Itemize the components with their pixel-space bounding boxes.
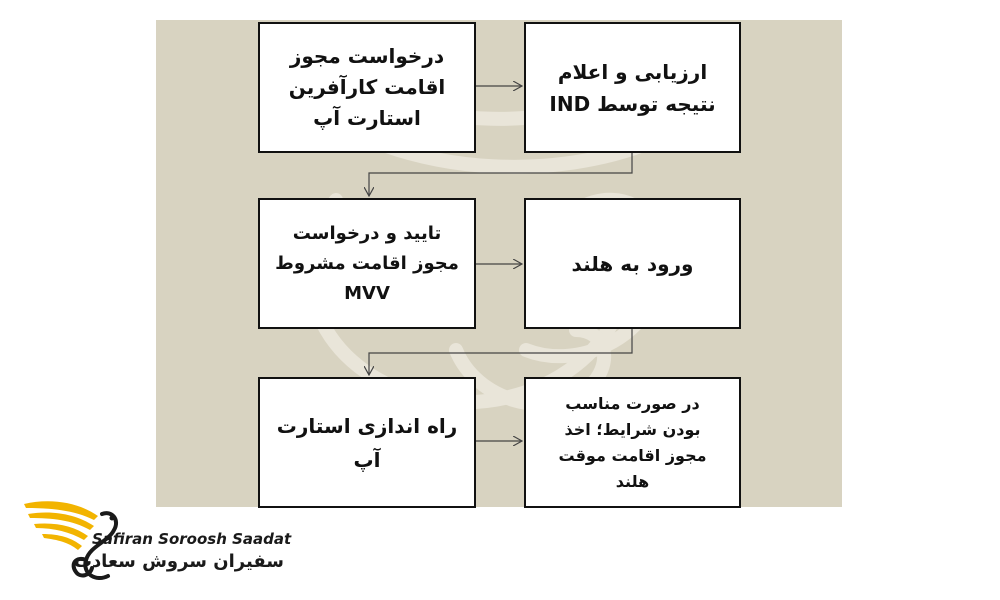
step-enter-netherlands-text: ورود به هلند: [571, 251, 694, 276]
step-enter-netherlands: ورود به هلند: [524, 198, 741, 329]
step-ind-evaluation-text: ارزیابی و اعلام نتیجه توسط IND: [549, 59, 716, 116]
step-temporary-residence: در صورت مناسب بودن شرایط؛ اخذ مجوز اقامت…: [524, 377, 741, 508]
brand-name-persian: سفیران سروش سعادت: [73, 551, 284, 572]
step-ind-evaluation: ارزیابی و اعلام نتیجه توسط IND: [524, 22, 741, 153]
safiran-logo-icon: [24, 501, 119, 580]
step-apply-startup-permit: درخواست مجوز اقامت کارآفرین استارت آپ: [258, 22, 476, 153]
step-mvv-approval: تایید و درخواست مجوز اقامت مشروط MVV: [258, 198, 476, 329]
step-mvv-approval-text: تایید و درخواست مجوز اقامت مشروط MVV: [275, 222, 459, 304]
brand-name-english: Safiran Soroosh Saadat: [92, 530, 292, 548]
step-apply-startup-permit-text: درخواست مجوز اقامت کارآفرین استارت آپ: [288, 44, 446, 130]
step-launch-startup: راه اندازی استارت آپ: [258, 377, 476, 508]
step-launch-startup-text: راه اندازی استارت آپ: [276, 413, 458, 472]
step-temporary-residence-text: در صورت مناسب بودن شرایط؛ اخذ مجوز اقامت…: [558, 393, 707, 491]
